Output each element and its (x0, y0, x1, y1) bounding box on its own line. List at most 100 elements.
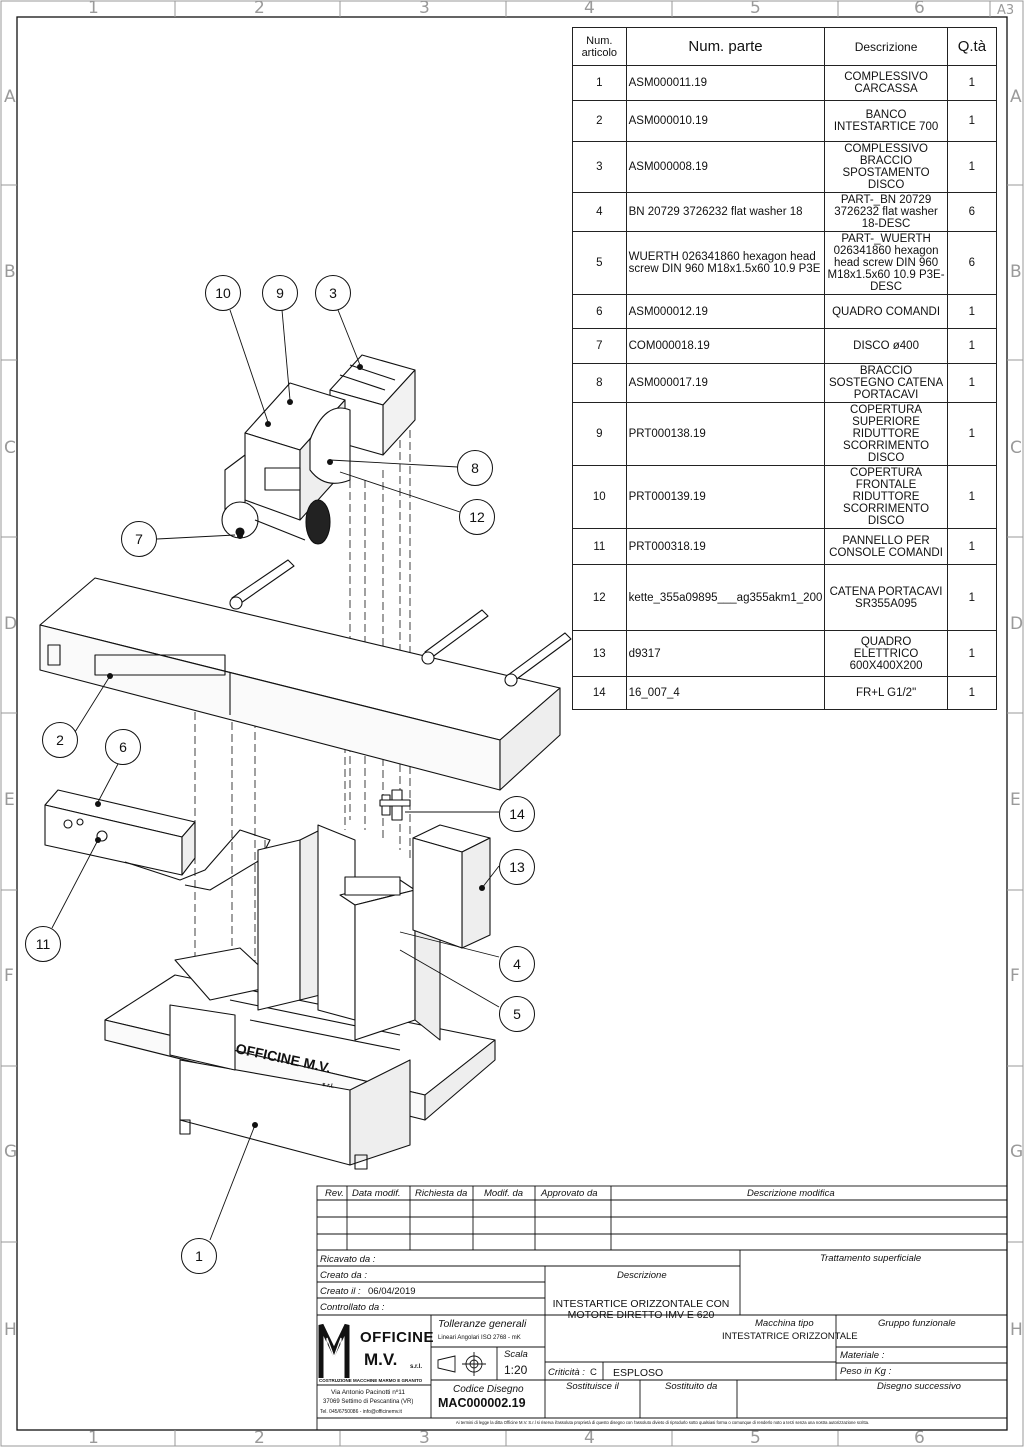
bom-part-number: PRT000138.19 (625, 402, 826, 466)
zone-row-f: F (4, 966, 14, 986)
bom-item-number: 13 (572, 630, 627, 677)
bom-row: 4 BN 20729 3726232 flat washer 18 PART-_… (572, 192, 998, 232)
leader-lines (51, 309, 500, 1241)
bom-quantity: 1 (946, 294, 998, 329)
bom-description: DISCO ø400 (824, 328, 948, 364)
bom-row: 10 PRT000139.19 COPERTURA FRONTALE RIDUT… (572, 465, 998, 529)
callout-balloon: 13 (499, 849, 535, 885)
bom-quantity: 1 (946, 328, 998, 364)
bom-part-number: 16_007_4 (625, 676, 826, 710)
descrizione-modifica-header: Descrizione modifica (747, 1188, 835, 1199)
zone-col-4: 4 (584, 0, 595, 18)
zone-row-a-right: A (1010, 87, 1022, 107)
bom-description: PANNELLO PER CONSOLE COMANDI (824, 528, 948, 565)
bom-part-number: ASM000010.19 (625, 100, 826, 142)
sostituisce-label: Sostituisce il (566, 1381, 619, 1392)
bom-quantity: 1 (946, 630, 998, 677)
codice-label: Codice Disegno (453, 1384, 524, 1395)
bom-description: COPERTURA SUPERIORE RIDUTTORE SCORRIMENT… (824, 402, 948, 466)
zone-col-3: 3 (419, 0, 430, 18)
bom-item-number: 14 (572, 676, 627, 710)
bom-description: COMPLESSIVO BRACCIO SPOSTAMENTO DISCO (824, 141, 948, 193)
controllato-label: Controllato da : (320, 1302, 385, 1313)
callout-balloon: 5 (499, 996, 535, 1032)
legal-disclaimer: Ai termini di legge la ditta Officine M.… (455, 1420, 870, 1425)
callout-balloon: 9 (262, 275, 298, 311)
esploso-value: ESPLOSO (613, 1367, 664, 1379)
bom-part-number: d9317 (625, 630, 826, 677)
callout-balloon: 8 (457, 450, 493, 486)
zone-row-d-right: D (1010, 614, 1024, 634)
macchina-label: Macchina tipo (755, 1318, 814, 1329)
drawing-description: INTESTARTICE ORIZZONTALE CON MOTORE DIRE… (552, 1298, 730, 1321)
bom-header-part: Num. parte (625, 27, 826, 66)
roller-table (39, 577, 561, 791)
bom-row: 14 16_007_4 FR+L G1/2" 1 (572, 676, 998, 710)
scala-value: 1:20 (504, 1363, 528, 1377)
bom-description: COPERTURA FRONTALE RIDUTTORE SCORRIMENTO… (824, 465, 948, 529)
zone-col-2: 2 (254, 0, 265, 18)
bom-description: QUADRO COMANDI (824, 294, 948, 329)
bom-part-number: kette_355a09895___ag355akm1_200 (625, 564, 826, 631)
scala-label: Scala (504, 1349, 528, 1360)
bom-description: PART-_WUERTH 026341860 hexagon head scre… (824, 231, 948, 295)
company-logo (318, 1323, 350, 1378)
callout-balloon: 3 (315, 275, 351, 311)
zone-col-1: 1 (88, 0, 99, 18)
tolleranze-detail: Lineari Angolari ISO 2768 - mK (438, 1335, 521, 1341)
projection-symbol (437, 1352, 486, 1376)
company-suffix: s.r.l. (410, 1364, 423, 1370)
zone-row-h-right: H (1010, 1320, 1023, 1340)
base-frame (104, 947, 496, 1170)
bom-quantity: 1 (946, 564, 998, 631)
macchina-value: INTESTATRICE ORIZZONTALE (722, 1331, 858, 1342)
zone-row-c: C (4, 438, 16, 458)
bom-description: CATENA PORTACAVI SR355A095 (824, 564, 948, 631)
zone-row-g: G (4, 1142, 18, 1162)
modif-header: Modif. da (484, 1188, 524, 1199)
sostituito-label: Sostituito da (665, 1381, 718, 1392)
zone-row-e: E (4, 790, 15, 810)
creato-da-label: Creato da : (320, 1270, 367, 1281)
bom-row: 13 d9317 QUADRO ELETTRICO 600X400X200 1 (572, 630, 998, 677)
bom-description: FR+L G1/2" (824, 676, 948, 710)
trattamento-label: Trattamento superficiale (820, 1253, 922, 1264)
column-frame (257, 824, 441, 1041)
callout-balloon: 2 (42, 722, 78, 758)
bom-row: 9 PRT000138.19 COPERTURA SUPERIORE RIDUT… (572, 402, 998, 466)
company-address-1: Via Antonio Pacinotti nº11 (331, 1389, 406, 1396)
rev-header: Rev. (325, 1188, 344, 1199)
peso-label: Peso in Kg : (840, 1366, 892, 1377)
bom-quantity: 1 (946, 402, 998, 466)
bom-row: 1 ASM000011.19 COMPLESSIVO CARCASSA 1 (572, 65, 998, 101)
callout-balloon: 4 (499, 946, 535, 982)
approvato-header: Approvato da (541, 1188, 598, 1199)
zone-col-2-bottom: 2 (254, 1428, 265, 1448)
creato-il-value: 06/04/2019 (368, 1286, 416, 1297)
bom-row: 6 ASM000012.19 QUADRO COMANDI 1 (572, 294, 998, 329)
bom-item-number: 11 (572, 528, 627, 565)
bom-quantity: 1 (946, 100, 998, 142)
pneumatic-cylinders (229, 559, 572, 687)
zone-row-h: H (4, 1320, 17, 1340)
disegno-successivo-label: Disegno successivo (877, 1381, 961, 1392)
codice-value: MAC000002.19 (438, 1396, 526, 1410)
bom-description: BANCO INTESTARTICE 700 (824, 100, 948, 142)
zone-row-b: B (4, 262, 16, 282)
creato-il-label: Creato il : (320, 1286, 361, 1297)
tolleranze-label: Tolleranze generali (438, 1318, 527, 1330)
callout-balloon: 7 (121, 521, 157, 557)
bom-quantity: 1 (946, 676, 998, 710)
callout-balloon: 14 (499, 796, 535, 832)
callout-balloon: 11 (25, 926, 61, 962)
bom-item-number: 1 (572, 65, 627, 101)
bom-row: 12 kette_355a09895___ag355akm1_200 CATEN… (572, 564, 998, 631)
richiesta-header: Richiesta da (415, 1188, 468, 1199)
bom-part-number: ASM000011.19 (625, 65, 826, 101)
company-name-mv: M.V. (364, 1350, 398, 1369)
bom-quantity: 1 (946, 363, 998, 403)
zone-row-g-right: G (1010, 1142, 1024, 1162)
bom-quantity: 1 (946, 65, 998, 101)
criticita-value: C (590, 1367, 597, 1378)
